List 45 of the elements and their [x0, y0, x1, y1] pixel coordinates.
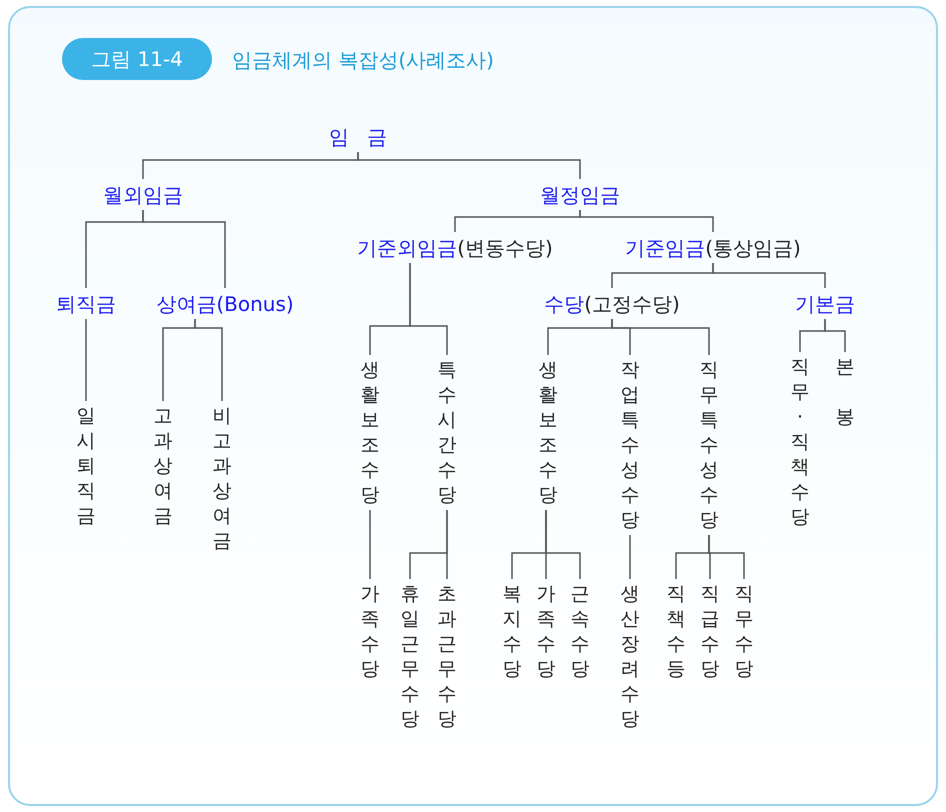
vertical-label: 직급수당 — [699, 582, 721, 682]
connector-line — [545, 510, 581, 579]
vertical-label: 특수시간수당 — [436, 358, 458, 508]
vertical-label: 가족수당 — [359, 582, 381, 682]
vertical-label: 직무특수성수당 — [698, 358, 720, 533]
vertical-label: 작업특수성수당 — [619, 358, 641, 533]
category-label: 기준임금(통상임금) — [625, 235, 801, 261]
vertical-label: 근속수당 — [569, 582, 591, 682]
vertical-label: 휴일근무수당 — [399, 582, 421, 732]
vertical-label: 생활보조수당 — [359, 358, 381, 508]
connector-line — [712, 263, 826, 288]
vertical-label: 생산장려수당 — [619, 582, 641, 732]
category-label: 월정임금 — [540, 182, 620, 208]
connector-line — [824, 319, 846, 352]
vertical-label: 본 봉 — [834, 355, 856, 430]
vertical-label: 생활보조수당 — [537, 358, 559, 508]
connector-line — [409, 263, 448, 355]
connector-line — [85, 319, 87, 401]
vertical-label: 고과상여금 — [152, 404, 174, 529]
category-label: 월외임금 — [103, 182, 183, 208]
connector-line — [194, 319, 223, 401]
category-label: 상여금(Bonus) — [156, 291, 294, 317]
connector-line — [579, 210, 714, 232]
connector-line — [629, 535, 631, 579]
vertical-label: 직무·직책수당 — [789, 355, 811, 530]
vertical-label: 복지수당 — [501, 582, 523, 682]
category-label: 수당(고정수당) — [544, 291, 680, 317]
connector-line — [611, 319, 710, 355]
category-label: 임 금 — [328, 124, 388, 150]
connector-line — [357, 152, 581, 179]
vertical-label: 일시퇴직금 — [75, 404, 97, 529]
vertical-label: 비고과상여금 — [211, 404, 233, 554]
connector-line — [142, 210, 226, 288]
vertical-label: 가족수당 — [535, 582, 557, 682]
vertical-label: 초과근무수당 — [436, 582, 458, 732]
category-label: 퇴직금 — [56, 291, 116, 317]
connector-line — [708, 535, 745, 579]
vertical-label: 직무수당 — [733, 582, 755, 682]
vertical-label: 직책수등 — [665, 582, 687, 682]
connector-line — [369, 510, 371, 579]
figure-badge: 그림 11-4 — [62, 38, 212, 80]
category-label: 기본금 — [795, 291, 855, 317]
category-label: 기준외임금(변동수당) — [357, 235, 553, 261]
title: 임금체계의 복잡성(사례조사) — [232, 47, 494, 74]
connector-line — [446, 510, 448, 579]
